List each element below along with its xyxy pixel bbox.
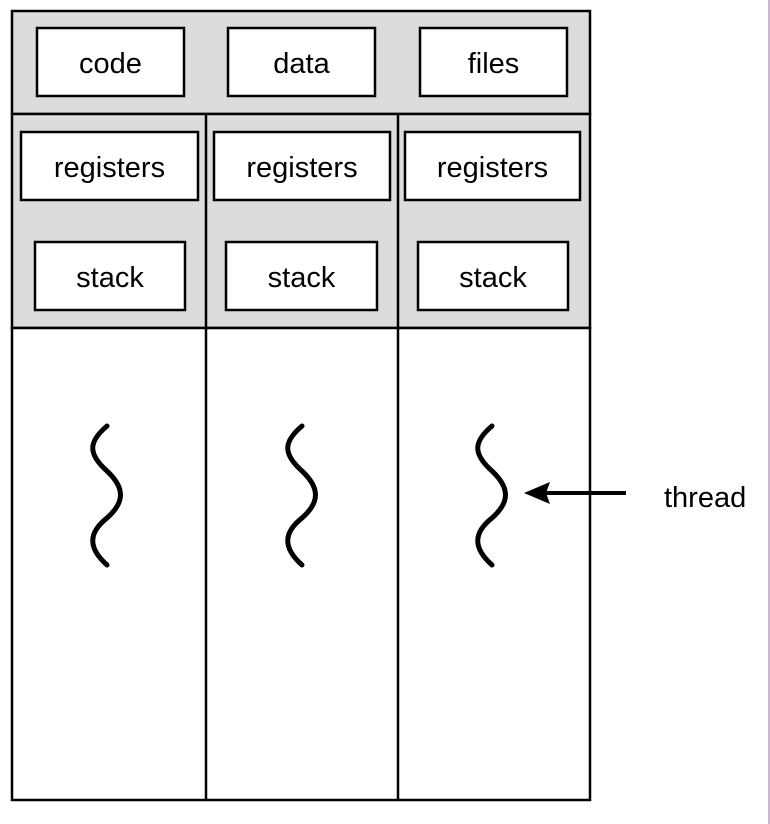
thread-3-squiggle-icon xyxy=(475,423,508,568)
thread-1-registers-box: registers xyxy=(19,130,200,202)
arrow-left-icon xyxy=(524,482,550,504)
thread-3-stack-box: stack xyxy=(416,240,570,312)
thread-2-squiggle-icon xyxy=(285,423,318,568)
data-label: data xyxy=(273,48,330,80)
thread-2-registers-label: registers xyxy=(246,152,357,184)
thread-2-stack-label: stack xyxy=(268,262,336,294)
code-box: code xyxy=(35,26,186,98)
data-box: data xyxy=(226,26,377,98)
files-box: files xyxy=(418,26,569,98)
code-label: code xyxy=(79,48,142,80)
thread-1-squiggle-icon xyxy=(90,423,123,568)
thread-3-registers-label: registers xyxy=(437,152,548,184)
thread-1-stack-box: stack xyxy=(33,240,187,312)
thread-3-registers-box: registers xyxy=(403,130,582,202)
thread-1-registers-label: registers xyxy=(54,152,165,184)
thread-2-stack-box: stack xyxy=(224,240,379,312)
thread-1-stack-label: stack xyxy=(76,262,144,294)
thread-annotation-label: thread xyxy=(664,482,746,514)
thread-3-stack-label: stack xyxy=(459,262,527,294)
page-edge-rule xyxy=(768,0,770,824)
thread-2-registers-box: registers xyxy=(212,130,392,202)
files-label: files xyxy=(468,48,520,80)
